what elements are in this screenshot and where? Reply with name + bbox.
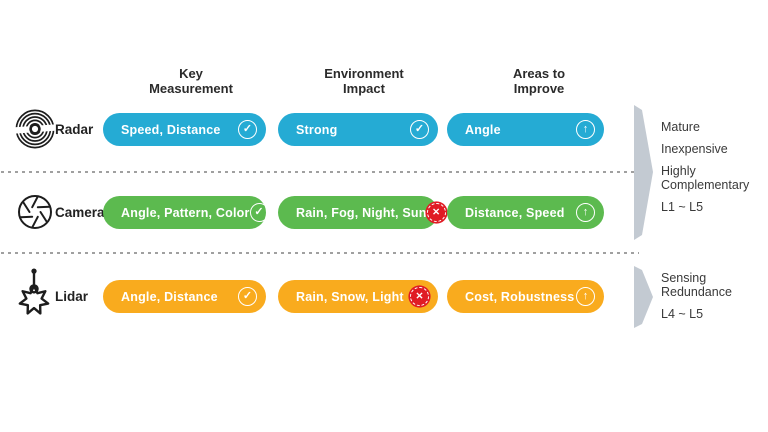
header-line: Measurement bbox=[149, 81, 233, 96]
pill-camera-key-measurement: Angle, Pattern, Color ✓ bbox=[103, 196, 269, 229]
annotation-item: Sensing Redundance bbox=[661, 271, 732, 299]
cross-icon: ✕ bbox=[410, 287, 429, 306]
pill-text: Strong bbox=[296, 122, 338, 137]
up-arrow-icon: ↑ bbox=[576, 287, 595, 306]
camera-aperture-icon bbox=[16, 193, 54, 231]
pill-radar-environment-impact: Strong ✓ bbox=[278, 113, 438, 146]
pill-lidar-areas-to-improve: Cost, Robustness ↑ bbox=[447, 280, 604, 313]
header-line: Impact bbox=[343, 81, 385, 96]
bracket-shape-upper bbox=[634, 105, 654, 245]
pill-text: Rain, Snow, Light bbox=[296, 289, 404, 304]
annotation-lidar: Sensing Redundance L4 ~ L5 bbox=[661, 271, 765, 329]
pill-radar-areas-to-improve: Angle ↑ bbox=[447, 113, 604, 146]
pill-camera-areas-to-improve: Distance, Speed ↑ bbox=[447, 196, 604, 229]
row-label-lidar: Lidar bbox=[55, 289, 89, 304]
pill-radar-key-measurement: Speed, Distance ✓ bbox=[103, 113, 266, 146]
lidar-star-icon bbox=[11, 268, 57, 318]
check-icon: ✓ bbox=[238, 287, 257, 306]
pill-text: Angle, Distance bbox=[121, 289, 218, 304]
pill-text: Angle bbox=[465, 122, 501, 137]
pill-text: Angle, Pattern, Color bbox=[121, 205, 250, 220]
column-header-areas-to-improve: Areas to Improve bbox=[454, 66, 624, 96]
annotation-item: L4 ~ L5 bbox=[661, 307, 704, 321]
header-line: Environment bbox=[324, 66, 404, 81]
radar-icon bbox=[15, 109, 55, 149]
annotation-item: Mature bbox=[661, 120, 700, 134]
up-arrow-icon: ↑ bbox=[576, 120, 595, 139]
header-line: Key bbox=[179, 66, 203, 81]
check-icon: ✓ bbox=[238, 120, 257, 139]
dashed-separator bbox=[1, 171, 639, 173]
pill-text: Cost, Robustness bbox=[465, 289, 575, 304]
annotation-radar-camera: Mature Inexpensive Highly Complementary … bbox=[661, 120, 765, 222]
header-line: Areas to bbox=[512, 66, 566, 81]
check-icon: ✓ bbox=[249, 203, 269, 222]
row-label-camera: Camera bbox=[55, 205, 105, 220]
column-header-key-measurement: Key Measurement bbox=[106, 66, 276, 96]
up-arrow-icon: ↑ bbox=[576, 203, 595, 222]
row-label-radar: Radar bbox=[55, 122, 94, 137]
column-header-environment-impact: Environment Impact bbox=[279, 66, 449, 96]
pill-text: Distance, Speed bbox=[465, 205, 565, 220]
pill-camera-environment-impact: Rain, Fog, Night, Sun ✕ bbox=[278, 196, 446, 229]
cross-icon: ✕ bbox=[426, 203, 446, 222]
pill-lidar-key-measurement: Angle, Distance ✓ bbox=[103, 280, 266, 313]
annotation-item: Inexpensive bbox=[661, 142, 728, 156]
annotation-item: L1 ~ L5 bbox=[661, 200, 704, 214]
pill-lidar-environment-impact: Rain, Snow, Light ✕ bbox=[278, 280, 438, 313]
annotation-item: Highly Complementary bbox=[661, 164, 750, 192]
pill-text: Rain, Fog, Night, Sun bbox=[296, 205, 427, 220]
header-line: Improve bbox=[513, 81, 565, 96]
check-icon: ✓ bbox=[410, 120, 429, 139]
bracket-shape-lower bbox=[634, 266, 654, 333]
pill-text: Speed, Distance bbox=[121, 122, 221, 137]
dashed-separator bbox=[1, 252, 639, 254]
